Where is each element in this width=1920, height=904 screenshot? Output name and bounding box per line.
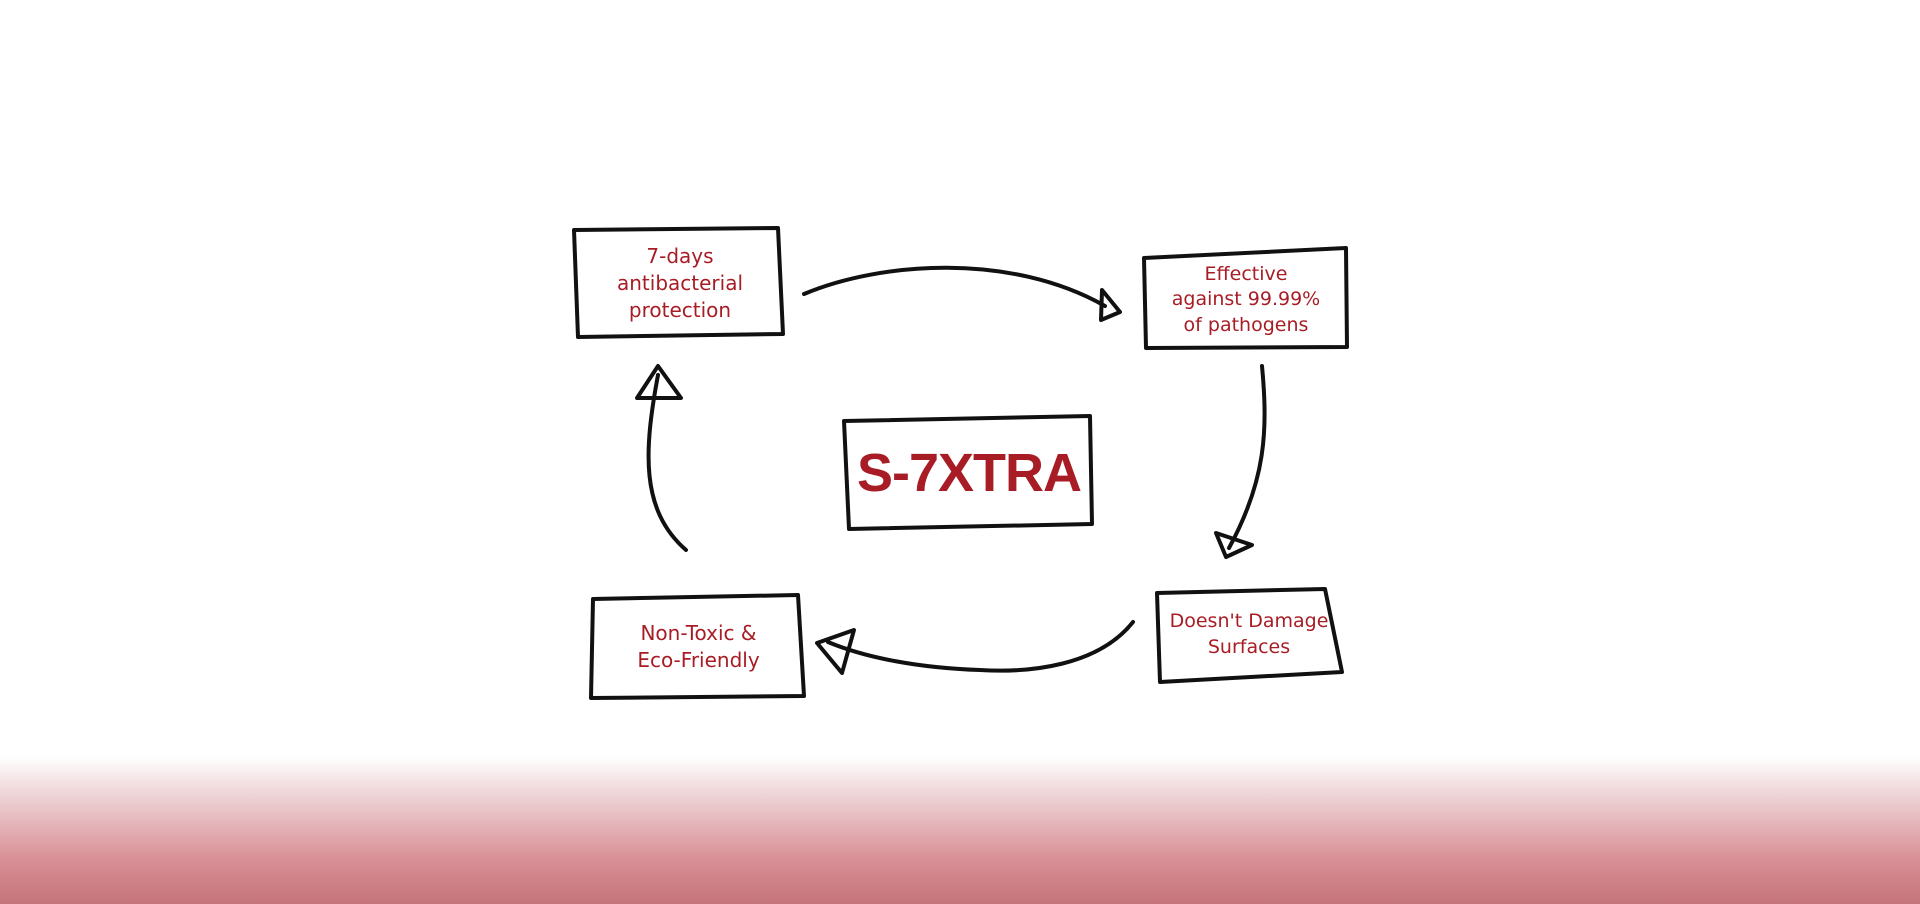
center-product-name: S-7XTRA — [856, 443, 1082, 503]
node-bottom-right-label: Doesn't Damage Surfaces — [1169, 610, 1329, 658]
arrow-bottom-to-left-curve — [826, 620, 1135, 673]
node-top-right-label: Effective against 99.99% of pathogens — [1171, 262, 1321, 336]
box-top-left-outline — [572, 226, 785, 339]
arrow-top-to-right-head — [1099, 288, 1122, 322]
arrow-left-to-top-head — [635, 364, 683, 400]
arrow-right-to-bottom-curve — [1227, 364, 1267, 550]
arrow-right-to-bottom-head — [1214, 531, 1254, 559]
box-center-outline — [842, 414, 1094, 531]
node-bottom-left-label: Non-Toxic & Eco-Friendly — [637, 621, 760, 672]
arrow-top-to-right-curve — [802, 265, 1107, 308]
arrow-bottom-to-left-head — [815, 628, 856, 675]
arrow-left-to-top-curve — [646, 373, 688, 552]
box-top-right-outline — [1142, 246, 1349, 350]
box-bottom-right-outline — [1155, 587, 1344, 684]
box-bottom-left-outline — [589, 593, 806, 700]
bottom-gradient-band — [0, 756, 1920, 904]
node-top-left-label: 7-days antibacterial protection — [616, 243, 743, 322]
